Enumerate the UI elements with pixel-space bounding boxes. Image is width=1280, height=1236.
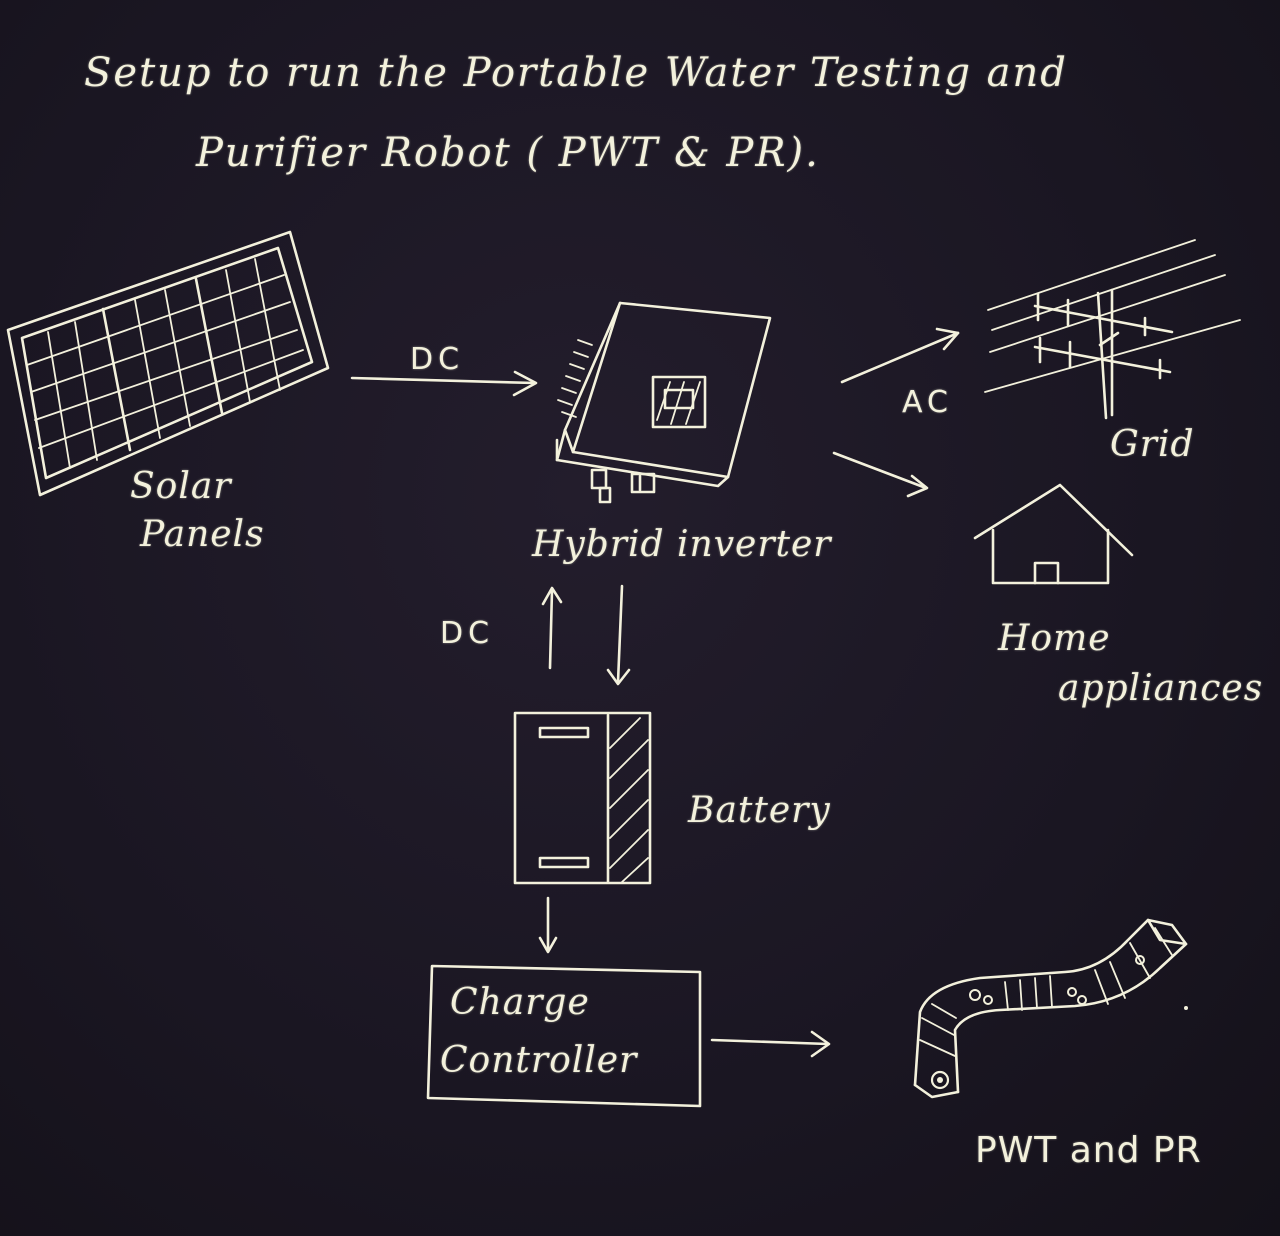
controller-label-line-1: Charge: [450, 982, 590, 1023]
controller-box: [426, 964, 702, 1108]
solar-label-line-2: Panels: [140, 514, 265, 555]
dc-label-solar: DC: [410, 342, 465, 377]
home-label-line-2: appliances: [1058, 668, 1264, 709]
robot-arm-icon: [913, 918, 1188, 1099]
controller-to-robot-arrow: [710, 1030, 831, 1058]
grid-label: Grid: [1110, 424, 1195, 465]
dc-label-battery: DC: [440, 616, 495, 651]
title-line-2: Purifier Robot ( PWT & PR).: [196, 130, 820, 176]
battery-to-controller-arrow: [538, 896, 558, 954]
inverter-label: Hybrid inverter: [532, 524, 832, 565]
solar-label-line-1: Solar: [130, 466, 232, 507]
house-icon: [973, 483, 1134, 585]
ac-label: AC: [902, 385, 953, 420]
home-label-line-1: Home: [998, 618, 1111, 659]
ac-arrows: [832, 327, 960, 498]
inverter-icon: [555, 301, 772, 504]
controller-label-line-2: Controller: [440, 1040, 638, 1081]
dc-arrows-battery: [541, 584, 631, 686]
dc-arrow-solar: [350, 370, 538, 397]
power-pole-icon: [984, 239, 1241, 420]
battery-icon: [513, 711, 652, 885]
robot-label: PWT and PR: [975, 1130, 1202, 1171]
solar-panel-icon: [6, 230, 330, 497]
battery-label: Battery: [688, 790, 831, 831]
title-line-1: Setup to run the Portable Water Testing …: [84, 50, 1068, 96]
